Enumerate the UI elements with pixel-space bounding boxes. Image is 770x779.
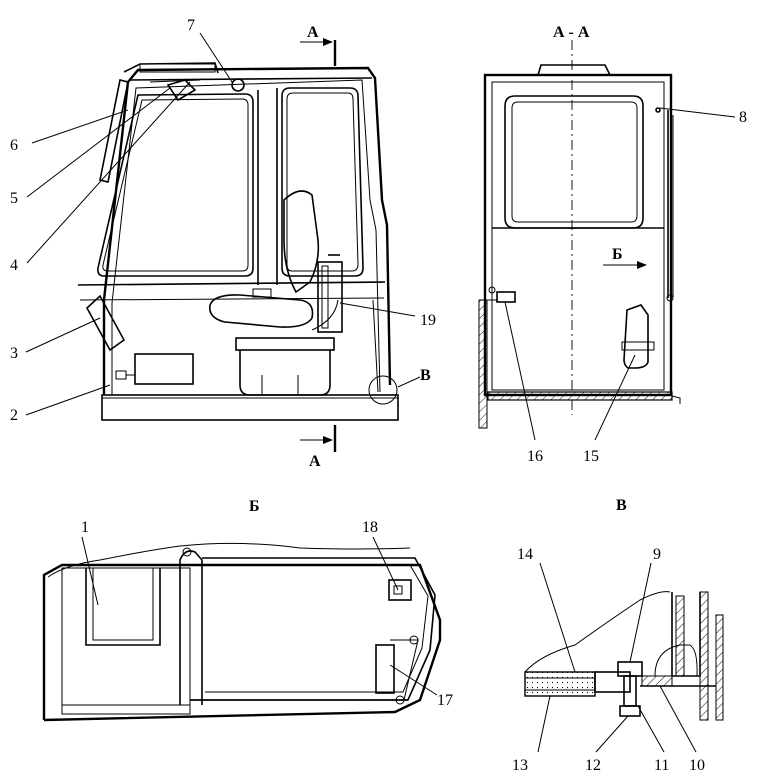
callout-3: 3 bbox=[10, 345, 18, 362]
floor-outline bbox=[42, 563, 442, 722]
section-aa-title: А - А bbox=[553, 24, 590, 41]
callout-12: 12 bbox=[585, 757, 601, 774]
latch-16 bbox=[496, 291, 516, 303]
seat-backrest bbox=[283, 190, 320, 294]
side-window bbox=[281, 87, 364, 277]
detail-label: В bbox=[420, 367, 431, 384]
detail-v-marker bbox=[368, 375, 398, 405]
callout-14: 14 bbox=[517, 546, 533, 563]
pedal-box-1 bbox=[85, 568, 161, 646]
nut-12 bbox=[619, 705, 641, 717]
detail-v: В bbox=[524, 497, 724, 753]
view-b-title: Б bbox=[249, 498, 260, 515]
callout-8: 8 bbox=[739, 109, 747, 126]
callout-18: 18 bbox=[362, 519, 378, 536]
extinguisher bbox=[623, 304, 649, 369]
callout-9: 9 bbox=[653, 546, 661, 563]
section-label-top: A bbox=[307, 24, 319, 41]
floor-panel-13 bbox=[524, 671, 596, 697]
handrail bbox=[99, 79, 129, 183]
callout-1: 1 bbox=[81, 519, 89, 536]
detail-v-title: В bbox=[616, 497, 627, 514]
callout-4: 4 bbox=[10, 257, 18, 274]
dome-lamp bbox=[231, 78, 245, 92]
side-view: A A В bbox=[25, 24, 431, 470]
heater-box bbox=[134, 353, 194, 385]
view-arrow-label: Б bbox=[612, 246, 623, 263]
section-label-bottom: A bbox=[309, 453, 321, 470]
callout-10: 10 bbox=[689, 757, 705, 774]
callout-6: 6 bbox=[10, 137, 18, 154]
callout-16: 16 bbox=[527, 448, 543, 465]
seat-base bbox=[239, 350, 331, 396]
callout-11: 11 bbox=[654, 757, 669, 774]
control-panel bbox=[85, 294, 126, 352]
cab-floor-base bbox=[101, 394, 399, 421]
callout-5: 5 bbox=[10, 190, 18, 207]
callout-19: 19 bbox=[420, 312, 436, 329]
clamp-plate bbox=[594, 671, 631, 693]
front-window bbox=[97, 93, 254, 277]
section-a-a-view: А - А Б bbox=[478, 24, 736, 441]
callout-7: 7 bbox=[187, 17, 195, 34]
callout-labels: 1 2 3 4 5 6 7 8 9 10 11 12 13 14 15 16 1… bbox=[10, 17, 747, 774]
handle-17 bbox=[375, 644, 395, 694]
callout-17: 17 bbox=[437, 692, 453, 709]
seat-adjuster bbox=[317, 261, 343, 333]
cab-outer-frame bbox=[102, 66, 392, 395]
seat-cushion bbox=[208, 294, 314, 328]
roof-hatch bbox=[537, 64, 611, 76]
callout-15: 15 bbox=[583, 448, 599, 465]
view-b: Б bbox=[42, 498, 442, 722]
bracket-18 bbox=[388, 579, 412, 601]
callout-2: 2 bbox=[10, 407, 18, 424]
wiper-motor bbox=[166, 79, 197, 102]
callout-13: 13 bbox=[512, 757, 528, 774]
rear-window bbox=[504, 95, 644, 229]
